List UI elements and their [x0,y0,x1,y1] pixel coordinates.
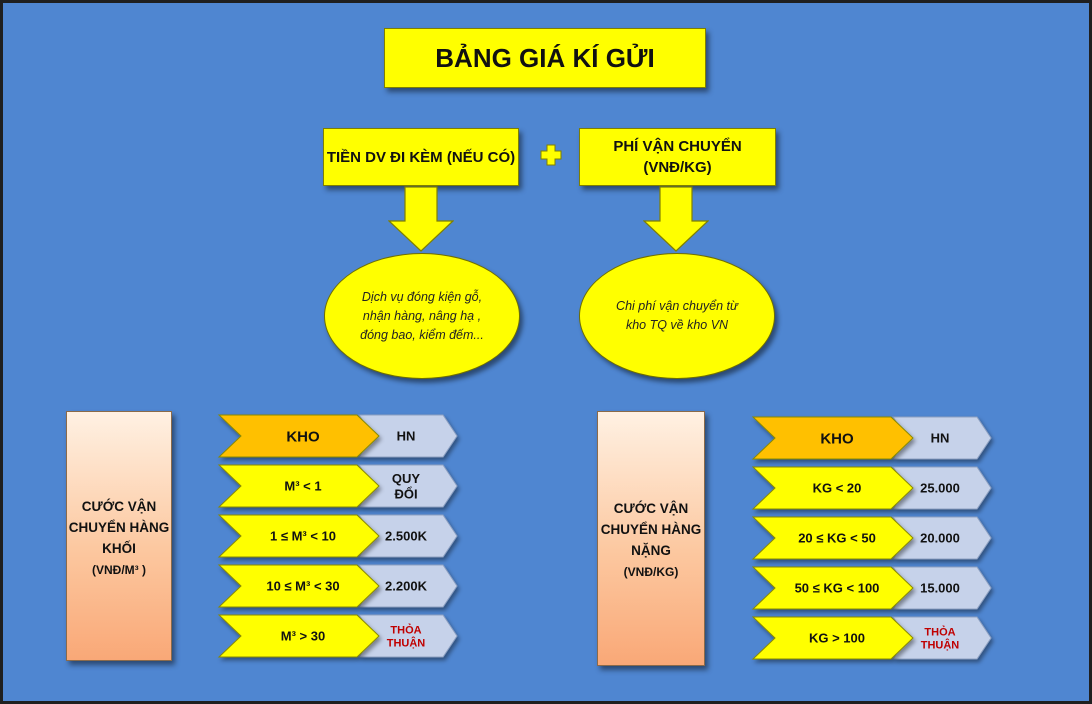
weight-row-value: HN [931,431,950,446]
service-description-ellipse: Dịch vụ đóng kiện gỗ, nhận hàng, nâng hạ… [324,253,520,379]
service-fee-box: TIỀN DV ĐI KÈM (NẾU CÓ) [323,128,519,186]
weight-row-label: KG > 100 [809,631,865,646]
weight-row-label: 50 ≤ KG < 100 [795,581,880,596]
shipping-description: Chi phí vận chuyển từ kho TQ về kho VN [616,299,738,332]
weight-row-label: KHO [820,430,854,447]
plus-icon [540,144,562,166]
weight-label-chevron [751,416,914,460]
volume-row-label: M³ < 1 [284,479,321,494]
volume-row-label: KHO [286,428,320,445]
volume-row-label: M³ > 30 [281,629,325,644]
weight-label-chevron [751,516,914,560]
volume-label-chevron [217,414,380,458]
volume-rate-panel: CƯỚC VẬN CHUYỂN HÀNG KHỐI (VNĐ/M³ ) [66,411,172,661]
weight-row-value: 15.000 [920,581,960,596]
weight-row-label: 20 ≤ KG < 50 [798,531,876,546]
down-arrow-icon [388,186,454,252]
volume-row-value: 2.200K [385,579,428,594]
volume-row-value: HN [397,429,416,444]
weight-rate-unit: (VNĐ/KG) [623,565,679,579]
weight-rate-panel: CƯỚC VẬN CHUYỂN HÀNG NẶNG (VNĐ/KG) [597,411,705,666]
volume-row-label: 10 ≤ M³ < 30 [266,579,339,594]
shipping-fee-box: PHÍ VẬN CHUYỂN (VNĐ/KG) [579,128,776,186]
weight-label-chevron [751,616,914,660]
weight-row-label: KG < 20 [813,481,862,496]
weight-label-chevron [751,466,914,510]
volume-rate-unit: (VNĐ/M³ ) [92,562,146,577]
volume-row-value: 2.500K [385,529,428,544]
page-title: BẢNG GIÁ KÍ GỬI [384,28,706,88]
volume-rate-title: CƯỚC VẬN CHUYỂN HÀNG KHỐI [68,498,170,556]
volume-label-chevron [217,564,380,608]
service-description: Dịch vụ đóng kiện gỗ, nhận hàng, nâng hạ… [360,289,484,342]
volume-label-chevron [217,614,380,658]
volume-row-label: 1 ≤ M³ < 10 [270,529,336,544]
shipping-description-ellipse: Chi phí vận chuyển từ kho TQ về kho VN [579,253,775,379]
volume-label-chevron [217,464,380,508]
down-arrow-icon [643,186,709,252]
weight-row-value: 20.000 [920,531,960,546]
weight-label-chevron [751,566,914,610]
weight-rate-title: CƯỚC VẬN CHUYỂN HÀNG NẶNG [600,501,702,558]
volume-label-chevron [217,514,380,558]
weight-row-value: 25.000 [920,481,960,496]
